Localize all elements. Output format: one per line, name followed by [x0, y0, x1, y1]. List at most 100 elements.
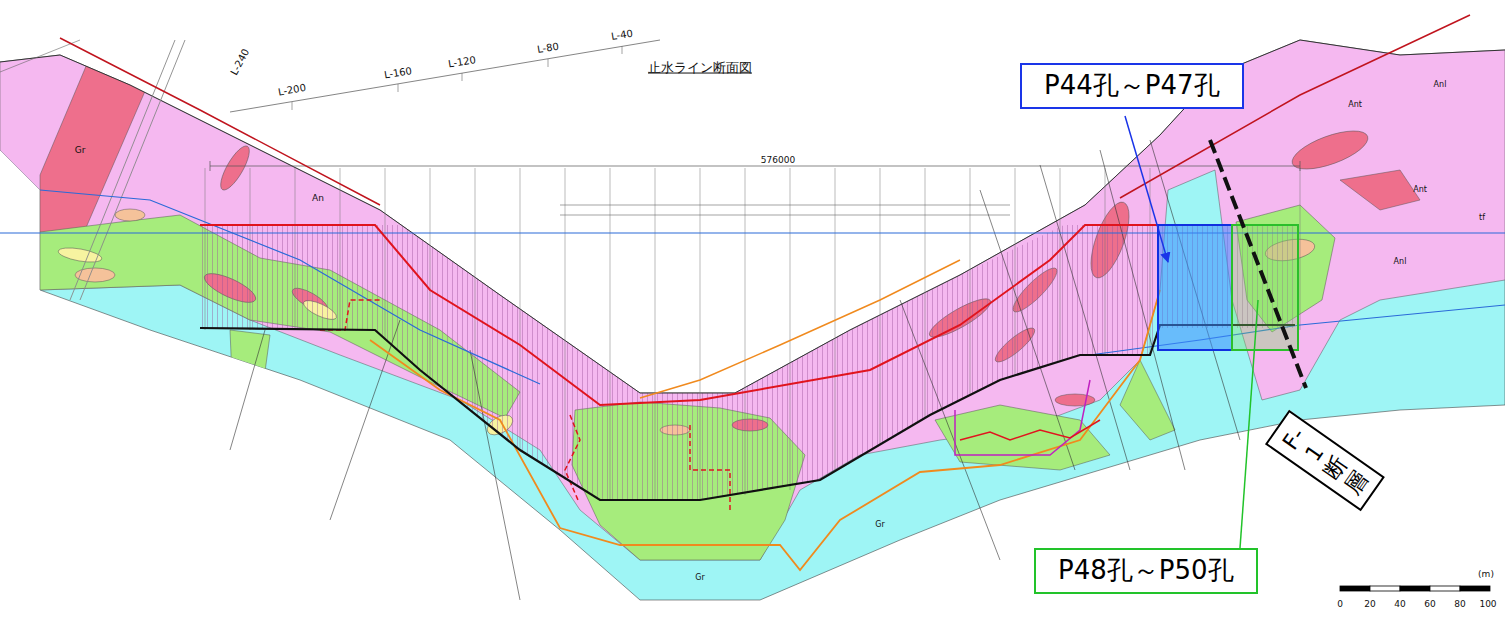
orange-line: [640, 260, 960, 398]
rock-units: [0, 0, 1505, 560]
grid-line: [610, 168, 611, 500]
fault-line: [980, 190, 1075, 470]
red-lens: [1288, 123, 1373, 177]
grid-line: [205, 168, 206, 330]
grid-label: L-160: [383, 65, 413, 81]
scale-number: 80: [1454, 599, 1465, 609]
rock-code: Anl: [1434, 80, 1447, 89]
grid-label: L-40: [610, 28, 633, 43]
red-fault: [60, 38, 380, 205]
scale-segment: [1400, 586, 1430, 591]
diagram-title: 止水ライン断面図: [648, 61, 752, 76]
fault-callout: F-1 断層: [1265, 409, 1385, 511]
rock-code: tf: [1479, 213, 1485, 222]
rock-code: Ant: [1348, 100, 1362, 109]
red-lens: [216, 142, 255, 193]
groundwater-line: [40, 190, 540, 384]
ground-line: [0, 40, 1505, 393]
callout-text: P44孔～P47孔: [1044, 71, 1220, 101]
grid-line: [340, 168, 341, 330]
survey-line: [0, 40, 80, 72]
rock-code: Anl: [1394, 257, 1407, 266]
rock-code: An: [312, 193, 324, 203]
dimension-text: 576000: [759, 155, 797, 165]
leader-line: [1125, 116, 1168, 262]
scale-number: 0: [1337, 599, 1343, 609]
highlight-zone-blue: [1158, 225, 1232, 350]
fault-line: [230, 330, 265, 450]
grid-line: [250, 168, 251, 330]
rock-code: Ant: [1413, 185, 1427, 194]
green-zone: [230, 330, 270, 450]
callout-box: P48孔～P50孔: [1034, 548, 1258, 594]
level-line: [560, 215, 1010, 216]
scale-segment: [1340, 586, 1370, 591]
callout-text: F-1 断層: [1277, 422, 1373, 498]
dimension-tick: [210, 161, 211, 171]
rock-code: Gr: [75, 145, 86, 155]
dimension-tick: [1300, 161, 1301, 171]
orange-line: [370, 290, 1160, 570]
rock-code: Gr: [875, 520, 885, 529]
grid-label: L-200: [277, 82, 307, 98]
andesite-zone: [0, 0, 1505, 560]
grid-label: L-240: [228, 47, 251, 77]
grid-tick: [622, 46, 623, 54]
scale-number: 20: [1364, 599, 1375, 609]
fault-lines: [230, 140, 1240, 600]
red-jagged-line: [960, 420, 1100, 440]
scale-number: 40: [1394, 599, 1405, 609]
fault-line: [470, 350, 520, 600]
level-line: [560, 205, 1010, 206]
grid-line: [880, 168, 881, 445]
scale-bar: [1340, 586, 1490, 591]
curtain-bottom-line: [200, 325, 1295, 500]
red-dashed-line: [320, 300, 380, 330]
f1-fault-line: [1210, 140, 1306, 388]
curtain-top-line: [200, 225, 1295, 405]
leader-line: [1240, 300, 1258, 548]
grout-hatch: [200, 225, 1298, 500]
callout-box: P44孔～P47孔: [1020, 63, 1244, 109]
fault-band: [80, 40, 185, 300]
grid-line: [745, 168, 746, 495]
grid-line: [430, 168, 431, 380]
grid-line: [835, 168, 836, 470]
callout-text: P48孔～P50孔: [1058, 556, 1234, 586]
fault-line: [330, 320, 400, 520]
scale-number: 60: [1424, 599, 1435, 609]
grid-tick: [292, 102, 293, 110]
grid-line: [790, 168, 791, 490]
scale-number: 100: [1479, 599, 1496, 609]
dimension-line: [210, 166, 1300, 167]
grid-line: [385, 168, 386, 340]
grid-line: [655, 168, 656, 500]
grid-lines: [205, 168, 1300, 500]
grid-tick: [548, 59, 549, 67]
grid-line: [1300, 168, 1301, 330]
grid-line: [925, 168, 926, 418]
grid-line: [1060, 168, 1061, 360]
red-lens: [1055, 394, 1095, 406]
scale-segment: [1370, 586, 1400, 591]
peach-lens: [115, 209, 145, 221]
grid-line: [520, 168, 521, 450]
grid-tick: [462, 73, 463, 81]
grid-line: [295, 168, 296, 330]
highlight-zone-green: [1232, 225, 1298, 350]
scale-segment: [1430, 586, 1460, 591]
fault-line: [1040, 165, 1130, 470]
grid-line: [1105, 168, 1106, 355]
grid-tick: [398, 84, 399, 92]
baseline-grid: [230, 40, 660, 112]
grid-label: L-120: [447, 54, 477, 70]
red-lens: [1340, 170, 1420, 210]
fault-band: [70, 40, 175, 300]
scale-segment: [1460, 586, 1490, 591]
green-zone: [1120, 360, 1175, 440]
peach-lens: [75, 268, 115, 282]
scale-unit: (m): [1478, 569, 1494, 579]
